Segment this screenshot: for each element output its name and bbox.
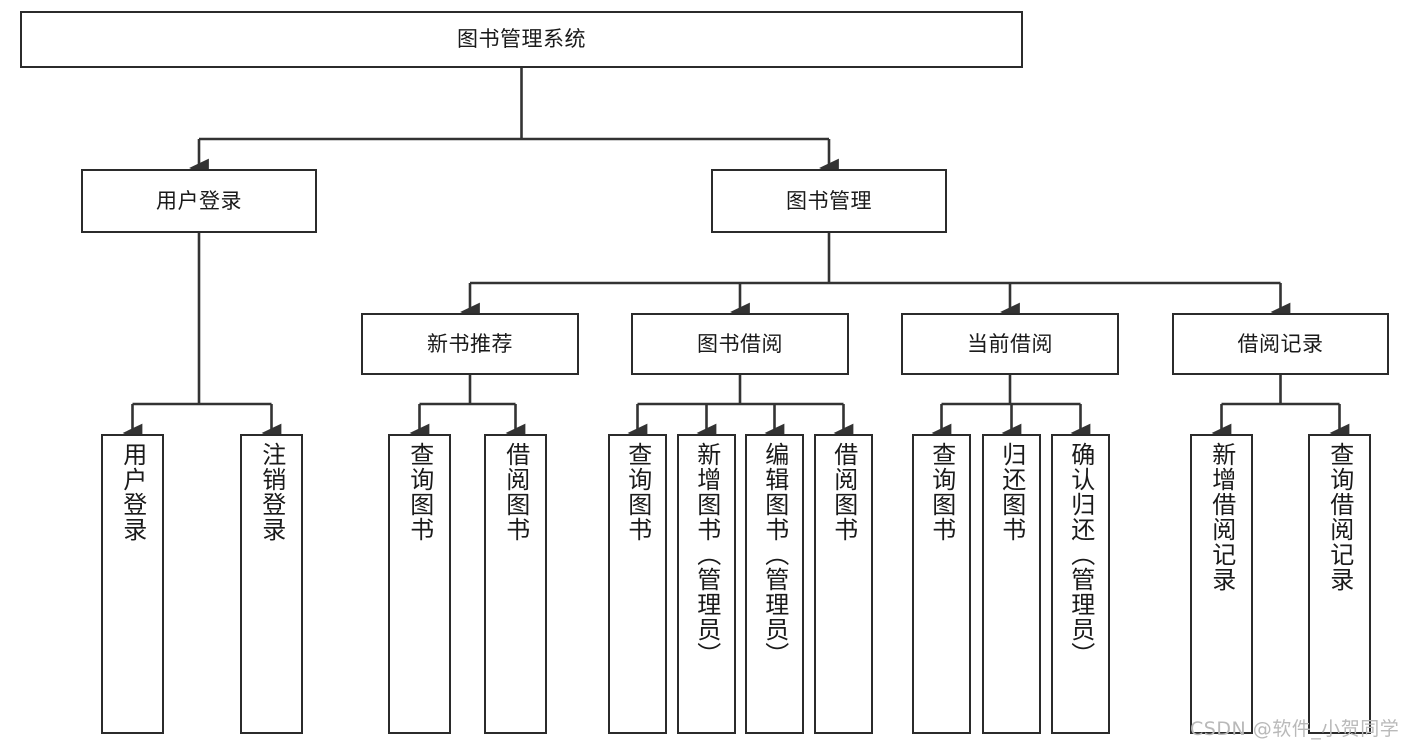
node-leaf6[interactable]: 新增图书（管理员） [677, 434, 736, 734]
node-current[interactable]: 当前借阅 [901, 313, 1119, 375]
node-leaf7[interactable]: 编辑图书（管理员） [745, 434, 804, 734]
node-leaf8[interactable]: 借阅图书 [814, 434, 873, 734]
node-label: 借阅图书 [829, 442, 858, 542]
node-label: 注销登录 [257, 442, 286, 542]
node-label: 用户登录 [118, 442, 147, 542]
node-leaf13[interactable]: 查询借阅记录 [1308, 434, 1371, 734]
node-label: 新增借阅记录 [1207, 442, 1236, 592]
node-leaf5[interactable]: 查询图书 [608, 434, 667, 734]
node-label: 借阅图书 [501, 442, 530, 542]
node-label: 确认归还（管理员） [1066, 442, 1095, 667]
node-label: 查询图书 [623, 442, 652, 542]
node-leaf11[interactable]: 确认归还（管理员） [1051, 434, 1110, 734]
node-label: 图书管理系统 [457, 27, 586, 52]
node-leaf12[interactable]: 新增借阅记录 [1190, 434, 1253, 734]
node-label: 新书推荐 [427, 331, 513, 356]
node-leaf9[interactable]: 查询图书 [912, 434, 971, 734]
node-leaf1[interactable]: 用户登录 [101, 434, 164, 734]
node-leaf3[interactable]: 查询图书 [388, 434, 451, 734]
node-borrow[interactable]: 图书借阅 [631, 313, 849, 375]
node-label: 查询图书 [927, 442, 956, 542]
node-label: 当前借阅 [967, 331, 1053, 356]
node-bookmgmt[interactable]: 图书管理 [711, 169, 947, 233]
node-newbook[interactable]: 新书推荐 [361, 313, 579, 375]
node-leaf4[interactable]: 借阅图书 [484, 434, 547, 734]
watermark-text: CSDN @软件_小贺同学 [1190, 718, 1400, 740]
node-label: 图书管理 [786, 188, 872, 213]
node-label: 用户登录 [156, 188, 242, 213]
node-leaf10[interactable]: 归还图书 [982, 434, 1041, 734]
node-label: 借阅记录 [1237, 331, 1324, 356]
node-label: 归还图书 [997, 442, 1026, 542]
node-label: 图书借阅 [697, 331, 783, 356]
node-label: 查询图书 [405, 442, 434, 542]
node-label: 查询借阅记录 [1325, 442, 1354, 592]
node-label: 新增图书（管理员） [692, 442, 721, 667]
node-label: 编辑图书（管理员） [760, 442, 789, 667]
node-records[interactable]: 借阅记录 [1172, 313, 1389, 375]
node-leaf2[interactable]: 注销登录 [240, 434, 303, 734]
node-login[interactable]: 用户登录 [81, 169, 317, 233]
node-root[interactable]: 图书管理系统 [20, 11, 1023, 68]
